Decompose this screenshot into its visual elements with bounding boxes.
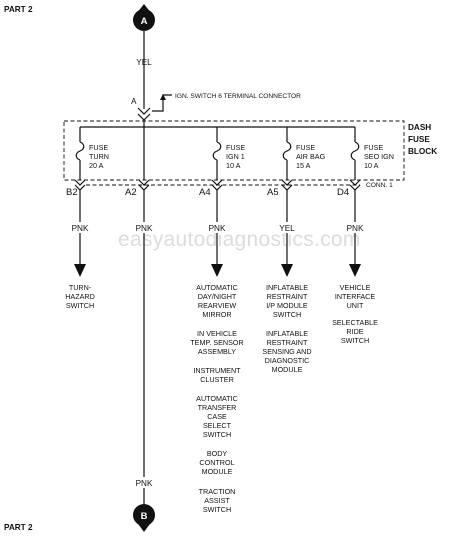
- fuse-seo-ign: FUSE SEO IGN 10 A: [350, 127, 394, 180]
- fuse-air-bag-line2: AIR BAG: [296, 152, 326, 161]
- wire-color-b2: PNK: [72, 224, 89, 233]
- dest-a4-4-5: SWITCH: [203, 430, 231, 439]
- fuse-ign1-line2: IGN 1: [226, 152, 245, 161]
- dest-d4-1-3: UNIT: [347, 301, 364, 310]
- connector-a-letter: A: [141, 16, 148, 27]
- fuse-turn-line1: FUSE: [89, 143, 108, 152]
- block-title-2: FUSE: [408, 135, 430, 144]
- dest-d4-1-1: VEHICLE: [340, 283, 371, 292]
- dest-a4-2-1: IN VEHICLE: [197, 329, 237, 338]
- dest-a4-5-1: BODY: [207, 449, 228, 458]
- dest-a4-1-3: REARVIEW: [198, 301, 236, 310]
- wire-color-top: YEL: [136, 58, 152, 67]
- dest-a4-2-2: TEMP. SENSOR: [190, 338, 243, 347]
- dest-a5-2-2: RESTRAINT: [267, 338, 308, 347]
- dest-a5-1-1: INFLATABLE: [266, 283, 308, 292]
- dest-a4-4-4: SELECT: [203, 421, 232, 430]
- dest-a4-4-1: AUTOMATIC: [196, 394, 238, 403]
- pin-a5: A5: [267, 187, 279, 198]
- dest-a5-1-4: SWITCH: [273, 310, 301, 319]
- arrow-b2: [74, 264, 86, 277]
- dest-a5-1-3: I/P MODULE: [266, 301, 308, 310]
- connector-b: B: [133, 504, 155, 532]
- ign-connector-pin: [137, 107, 151, 121]
- dest-b2-1-1: TURN-: [69, 283, 92, 292]
- ign-leader-line: [152, 94, 172, 112]
- fuse-ign1-line3: 10 A: [226, 161, 241, 170]
- dest-a4-group: AUTOMATIC DAY/NIGHT REARVIEW MIRROR IN V…: [190, 283, 243, 514]
- part-label-top: PART 2: [4, 5, 33, 14]
- dest-a5-2-1: INFLATABLE: [266, 329, 308, 338]
- dest-a4-4-2: TRANSFER: [198, 403, 237, 412]
- pin-a4: A4: [199, 187, 211, 198]
- wire-color-a2: PNK: [136, 224, 153, 233]
- watermark: easyautodiagnostics.com: [118, 228, 361, 251]
- fuse-ign1: FUSE IGN 1 10 A: [212, 127, 245, 180]
- dest-a4-3-1: INSTRUMENT: [193, 366, 241, 375]
- fuse-seo-ign-line2: SEO IGN: [364, 152, 394, 161]
- dest-a4-4-3: CASE: [207, 412, 227, 421]
- block-title-3: BLOCK: [408, 147, 437, 156]
- dest-a5-1-2: RESTRAINT: [267, 292, 308, 301]
- dest-a4-5-2: CONTROL: [199, 458, 234, 467]
- dest-a4-1-1: AUTOMATIC: [196, 283, 238, 292]
- part-label-bottom: PART 2: [4, 523, 33, 532]
- dest-a4-1-2: DAY/NIGHT: [198, 292, 237, 301]
- wire-color-a5: YEL: [279, 224, 295, 233]
- fuse-ign1-line1: FUSE: [226, 143, 245, 152]
- connector-a-circle: [133, 9, 155, 31]
- fuse-turn: FUSE TURN 20 A: [75, 127, 109, 180]
- dest-b2-group: TURN- HAZARD SWITCH: [65, 283, 95, 310]
- dest-a4-6-1: TRACTION: [199, 487, 236, 496]
- connector-a: A: [133, 4, 155, 31]
- conn1-label: CONN. 1: [366, 182, 393, 189]
- connector-b-letter: B: [141, 511, 148, 522]
- ign-connector-label: IGN. SWITCH 6 TERMINAL CONNECTOR: [175, 93, 301, 100]
- wire-color-bottom: PNK: [136, 479, 153, 488]
- dest-a4-6-2: ASSIST: [204, 496, 230, 505]
- dash-fuse-block: [63, 120, 405, 181]
- dest-d4-2-2: RIDE: [346, 327, 363, 336]
- fuse-seo-ign-line3: 10 A: [364, 161, 379, 170]
- block-title-1: DASH: [408, 123, 431, 132]
- fuse-air-bag-line3: 15 A: [296, 161, 311, 170]
- wire-color-d4: PNK: [347, 224, 364, 233]
- dest-a4-6-3: SWITCH: [203, 505, 231, 514]
- arrow-a5: [281, 264, 293, 277]
- dest-a5-2-3: SENSING AND: [262, 347, 311, 356]
- fuse-air-bag-line1: FUSE: [296, 143, 315, 152]
- ign-leader-arrow: [160, 94, 166, 100]
- dest-a4-5-3: MODULE: [202, 467, 233, 476]
- dest-d4-group: VEHICLE INTERFACE UNIT SELECTABLE RIDE S…: [332, 283, 378, 345]
- fuse-seo-ign-line1: FUSE: [364, 143, 383, 152]
- dest-a4-2-3: ASSEMBLY: [198, 347, 236, 356]
- dest-b2-1-2: HAZARD: [65, 292, 95, 301]
- dest-a5-group: INFLATABLE RESTRAINT I/P MODULE SWITCH I…: [262, 283, 311, 374]
- pin-b2: B2: [66, 187, 78, 198]
- pin-d4: D4: [337, 187, 349, 198]
- pin-a2: A2: [125, 187, 137, 198]
- dest-d4-2-1: SELECTABLE: [332, 318, 378, 327]
- ign-pin-letter: A: [131, 97, 137, 106]
- fuse-air-bag: FUSE AIR BAG 15 A: [282, 127, 326, 180]
- fuse-turn-line3: 20 A: [89, 161, 104, 170]
- dest-d4-1-2: INTERFACE: [335, 292, 376, 301]
- fuse-turn-line2: TURN: [89, 152, 109, 161]
- dest-a5-2-5: MODULE: [272, 365, 303, 374]
- dest-b2-1-3: SWITCH: [66, 301, 94, 310]
- dest-a5-2-4: DIAGNOSTIC: [265, 356, 310, 365]
- connector-b-triangle: [133, 517, 155, 532]
- wire-color-a4: PNK: [209, 224, 226, 233]
- dest-a4-1-4: MIRROR: [202, 310, 231, 319]
- arrow-a4: [211, 264, 223, 277]
- dest-a4-3-2: CLUSTER: [200, 375, 234, 384]
- dest-d4-2-3: SWITCH: [341, 336, 369, 345]
- arrow-d4: [349, 264, 361, 277]
